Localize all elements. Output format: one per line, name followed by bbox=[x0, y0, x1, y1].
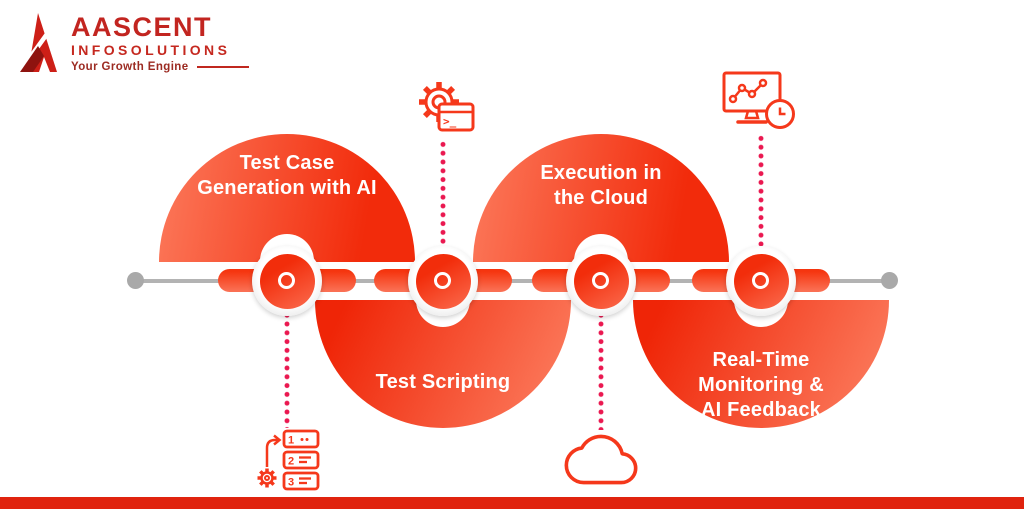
stage-label-line: Monitoring & bbox=[698, 374, 824, 396]
cloud-icon bbox=[564, 434, 638, 485]
stage-label-line: AI Feedback bbox=[700, 399, 822, 421]
timeline-start-dot bbox=[127, 272, 144, 289]
node-inner bbox=[259, 253, 315, 309]
terminal-prompt: >_ bbox=[443, 115, 457, 128]
stage-label-test-case-generation: Test Case Generation with AI bbox=[159, 151, 415, 201]
brand-logo: AASCENT INFOSOLUTIONS Your Growth Engine bbox=[20, 13, 249, 73]
stage-label-real-time-monitoring: Real-Time Monitoring & AI Feedback bbox=[633, 348, 889, 423]
checklist-number-1: 1 bbox=[288, 435, 294, 447]
node-ring bbox=[592, 272, 609, 289]
node-ring bbox=[434, 272, 451, 289]
stage-label-line: Execution in bbox=[540, 162, 662, 184]
monitor-clock-icon bbox=[722, 71, 795, 129]
brand-name: AASCENT bbox=[71, 12, 213, 42]
footer-accent-bar bbox=[0, 497, 1024, 509]
gear-terminal-icon: >_ bbox=[419, 82, 475, 132]
dotted-connector bbox=[598, 302, 604, 430]
stage-label-line: Test Case bbox=[239, 152, 335, 174]
checklist-number-2: 2 bbox=[288, 456, 294, 468]
stage-label-line: Test Scripting bbox=[375, 371, 511, 393]
stage-label-line: Real-Time bbox=[712, 349, 810, 371]
dotted-connector bbox=[284, 302, 290, 428]
brand-tagline-row: Your Growth Engine bbox=[71, 61, 249, 73]
checklist-number-3: 3 bbox=[288, 477, 294, 489]
dotted-connector bbox=[440, 140, 446, 266]
timeline-node-4 bbox=[726, 246, 796, 316]
timeline-node-3 bbox=[566, 246, 636, 316]
stage-label-test-scripting: Test Scripting bbox=[315, 370, 571, 395]
stage-label-line: Generation with AI bbox=[197, 177, 377, 199]
timeline-line bbox=[135, 279, 889, 283]
node-ring bbox=[752, 272, 769, 289]
node-inner bbox=[415, 253, 471, 309]
node-ring bbox=[278, 272, 295, 289]
tagline-rule bbox=[196, 66, 249, 68]
timeline-node-2 bbox=[408, 246, 478, 316]
node-inner bbox=[573, 253, 629, 309]
stage-label-line: the Cloud bbox=[553, 187, 648, 209]
node-inner bbox=[733, 253, 789, 309]
process-checklist-icon: 1 2 3 bbox=[257, 429, 320, 491]
brand-subtitle: INFOSOLUTIONS bbox=[71, 42, 231, 58]
dotted-connector bbox=[758, 134, 764, 266]
dome-real-time-monitoring: Real-Time Monitoring & AI Feedback bbox=[633, 300, 889, 428]
brand-logo-mark-icon bbox=[20, 13, 57, 72]
brand-tagline: Your Growth Engine bbox=[71, 61, 189, 73]
brand-logo-text: AASCENT INFOSOLUTIONS Your Growth Engine bbox=[71, 13, 249, 73]
stage-label-execution-cloud: Execution in the Cloud bbox=[473, 161, 729, 211]
timeline-node-1 bbox=[252, 246, 322, 316]
timeline-end-dot bbox=[881, 272, 898, 289]
